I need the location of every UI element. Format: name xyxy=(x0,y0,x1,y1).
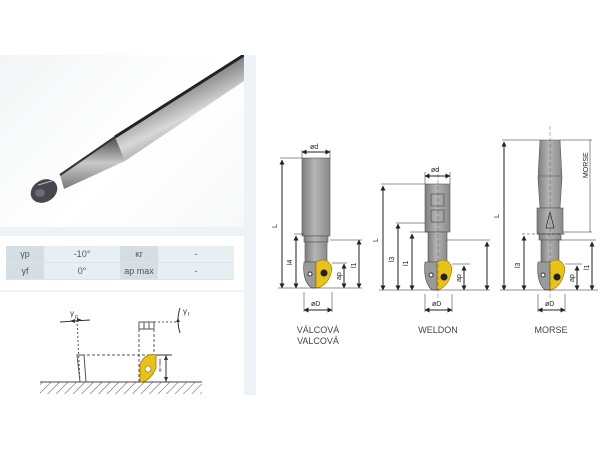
table-row: γf 0° ap max - xyxy=(6,262,234,280)
body-diameter-label: øD xyxy=(432,301,441,308)
weldon-drawing: ød L l3 l1 ap øD xyxy=(373,167,490,313)
body-diameter-label: øD xyxy=(311,301,320,308)
gamma-p-label: γ xyxy=(70,309,74,318)
body-diameter-label: øD xyxy=(545,301,554,308)
param-value: -10° xyxy=(44,246,120,263)
param-value: - xyxy=(158,246,234,263)
length-label: L xyxy=(494,214,501,218)
parameters-table: γp -10° κr - γf 0° ap max - xyxy=(6,246,234,280)
caption-line: VALCOVÁ xyxy=(297,336,339,346)
param-value: - xyxy=(158,262,234,280)
param-value: 0° xyxy=(44,262,120,280)
param-symbol: γp xyxy=(6,246,44,263)
ap-max-label: ap max xyxy=(157,359,162,372)
l1-label: l1 xyxy=(351,262,358,268)
length-label: L xyxy=(272,224,279,228)
l1-label: l1 xyxy=(403,260,410,266)
tool-photo xyxy=(0,55,244,227)
l3-label: l3 xyxy=(389,256,396,262)
caption-line: VÁLCOVÁ xyxy=(296,325,340,335)
l3-label: l3 xyxy=(515,262,522,268)
parameters-table-panel: γp -10° κr - γf 0° ap max - xyxy=(0,236,244,290)
ap-label: ap xyxy=(456,274,463,282)
l4-label: l4 xyxy=(287,259,294,265)
morse-taper-label: MORSE xyxy=(583,152,590,178)
param-symbol: κr xyxy=(120,246,158,263)
ap-label: ap xyxy=(336,272,343,280)
svg-text:p: p xyxy=(75,314,78,320)
valcova-drawing: ød L l4 l1 ap øD xyxy=(272,144,362,313)
weldon-caption: WELDON xyxy=(410,325,466,336)
table-row: γp -10° κr - xyxy=(6,246,234,263)
rake-angle-diagram: γ p γ f ap max xyxy=(40,307,202,394)
caption-line: WELDON xyxy=(418,325,458,335)
shank-diameter-label: ød xyxy=(431,167,439,174)
tool-dimension-drawings: ød L l4 l1 ap øD xyxy=(272,126,598,313)
param-symbol: γf xyxy=(6,262,44,280)
end-mill-photo-illustration xyxy=(30,55,244,203)
shank-diameter-label: ød xyxy=(310,144,318,151)
l1-label: l1 xyxy=(584,264,591,270)
valcova-caption: VÁLCOVÁ VALCOVÁ xyxy=(290,325,346,347)
ap-label: ap xyxy=(569,274,576,282)
caption-line: MORSE xyxy=(534,325,568,335)
length-label: L xyxy=(373,238,380,242)
gamma-f-label: γ xyxy=(183,307,187,316)
morse-caption: MORSE xyxy=(523,325,579,336)
param-symbol: ap max xyxy=(120,262,158,280)
morse-drawing: L MORSE l3 l1 ap øD xyxy=(494,126,598,313)
cutting-geometry-diagram: γ p γ f ap max xyxy=(0,292,244,395)
svg-text:f: f xyxy=(188,312,190,318)
